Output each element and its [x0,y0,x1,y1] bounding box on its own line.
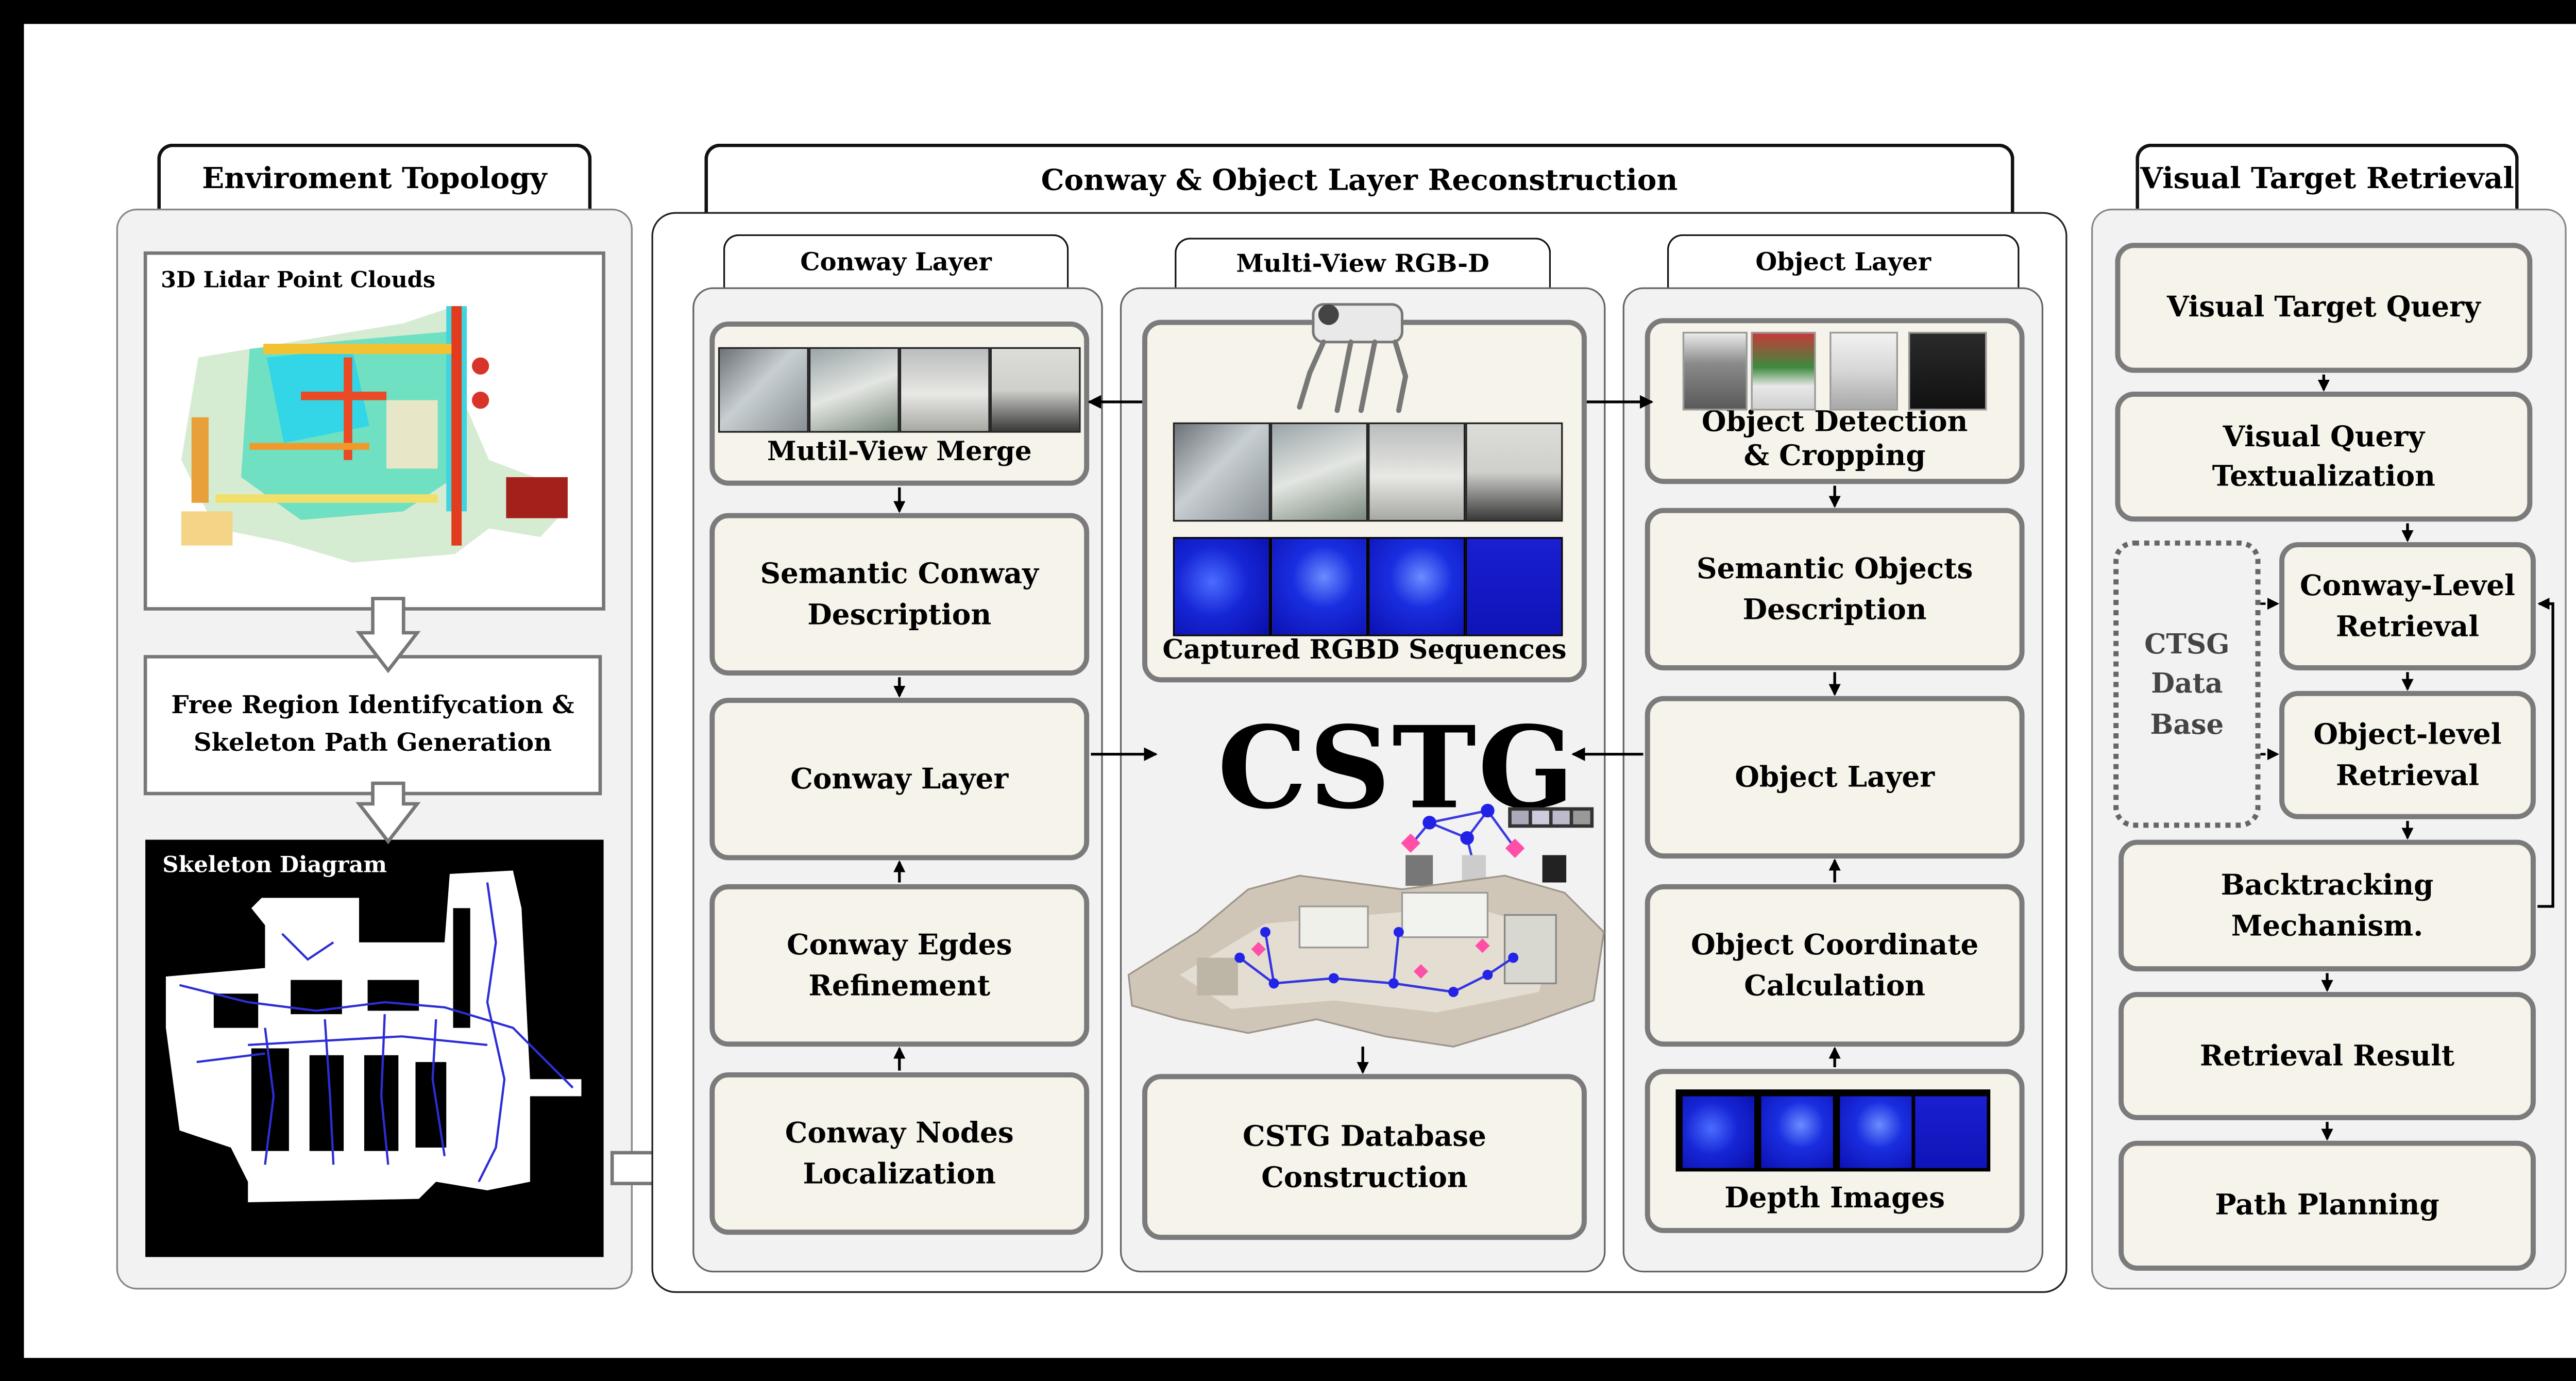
depth-thumb-3 [1368,537,1466,636]
object-crop-plant [1751,331,1816,411]
box-path-planning: Path Planning [2119,1140,2536,1271]
box-visual-target-query-text: Visual Target Query [2167,291,2481,324]
object-col-title: Object Layer [1755,248,1931,277]
box-conway-nodes-localization: Conway Nodes Localization [709,1072,1090,1235]
arrow-backtracking-loop [2537,597,2554,908]
tab-object-layer: Object Layer [1667,234,2020,289]
box-visual-query-textualization: Visual Query Textualization [2115,392,2533,522]
conway-col-title: Conway Layer [800,248,992,277]
box-conway-edges-refinement-text: Conway Egdes Refinement [787,929,1012,1002]
box-depth-images-text: Depth Images [1724,1181,1945,1214]
box-semantic-objects-description-text: Semantic Objects Description [1697,552,1973,626]
rgb-thumb-4 [1465,422,1563,522]
box-object-level-retrieval: Object-level Retrieval [2279,690,2536,819]
depth-thumb-1 [1173,537,1270,636]
hollow-down-arrow-2 [355,781,421,845]
box-retrieval-result: Retrieval Result [2119,991,2536,1120]
ctsg-database-text: CTSG Data Base [2144,628,2230,740]
box-object-detection-cropping-text: Object Detection & Cropping [1701,406,1968,473]
box-conway-layer-text: Conway Layer [790,762,1009,795]
box-cstg-database-construction: CSTG Database Construction [1142,1074,1587,1240]
box-multi-view-merge-text: Mutil-View Merge [767,434,1032,467]
captured-rgbd-label: Captured RGBD Sequences [1162,632,1567,666]
object-crop-printer [1829,331,1898,411]
box-semantic-objects-description: Semantic Objects Description [1645,508,2025,671]
lidar-point-cloud-image: 3D Lidar Point Clouds [143,251,605,611]
merge-thumb-1 [718,347,809,433]
box-object-layer: Object Layer [1645,696,2025,859]
box-conway-level-retrieval-text: Conway-Level Retrieval [2300,569,2515,643]
section-title-conway-object: Conway & Object Layer Reconstruction [1041,164,1678,198]
ctsg-database-box: CTSG Data Base [2113,540,2261,828]
free-region-skeleton-box: Free Region Identifycation & Skeleton Pa… [143,655,602,796]
depth-image-1 [1681,1094,1756,1170]
section-title-visual-target-retrieval: Visual Target Retrieval [2140,162,2514,197]
skeleton-map-drawing [165,870,582,1203]
depth-image-4 [1913,1094,1989,1170]
box-backtracking-mechanism-text: Backtracking Mechanism. [2221,869,2434,942]
rgb-thumb-3 [1368,422,1466,522]
depth-thumb-2 [1270,537,1368,636]
merge-thumb-4 [990,347,1081,433]
box-conway-level-retrieval: Conway-Level Retrieval [2279,542,2536,671]
box-object-coordinate-calculation-text: Object Coordinate Calculation [1690,929,1979,1002]
box-path-planning-text: Path Planning [2215,1189,2439,1222]
skeleton-label: Skeleton Diagram [162,853,387,879]
tab-conway-layer: Conway Layer [723,234,1069,289]
box-visual-target-query: Visual Target Query [2115,243,2533,373]
object-crop-bin [1908,331,1987,411]
box-object-layer-text: Object Layer [1735,761,1935,794]
rgb-thumb-1 [1173,422,1270,522]
box-cstg-database-construction-text: CSTG Database Construction [1243,1120,1486,1193]
section-tab-conway-object: Conway & Object Layer Reconstruction [704,143,2014,216]
box-visual-query-textualization-text: Visual Query Textualization [2212,420,2435,493]
lidar-label: 3D Lidar Point Clouds [160,268,436,294]
box-semantic-conway-description-text: Semantic Conway Description [760,558,1039,631]
skeleton-diagram-image: Skeleton Diagram [145,839,604,1257]
box-backtracking-mechanism: Backtracking Mechanism. [2119,839,2536,972]
object-crop-chair [1682,331,1748,411]
box-semantic-conway-description: Semantic Conway Description [709,513,1090,676]
depth-thumb-4 [1465,537,1563,636]
hollow-down-arrow-1 [355,597,421,673]
merge-thumb-3 [899,347,990,433]
lidar-map-drawing [181,306,568,563]
depth-image-3 [1838,1094,1913,1170]
middle-col-title: Multi-View RGB-D [1236,249,1489,279]
box-object-coordinate-calculation: Object Coordinate Calculation [1645,884,2025,1047]
free-region-text: Free Region Identifycation & Skeleton Pa… [171,691,574,758]
box-object-level-retrieval-text: Object-level Retrieval [2313,718,2502,791]
box-conway-nodes-localization-text: Conway Nodes Localization [785,1117,1014,1190]
depth-image-2 [1759,1094,1835,1170]
rgb-thumb-2 [1270,422,1368,522]
box-conway-layer: Conway Layer [709,698,1090,861]
box-conway-edges-refinement: Conway Egdes Refinement [709,884,1090,1047]
merge-thumb-2 [808,347,900,433]
box-retrieval-result-text: Retrieval Result [2199,1039,2455,1072]
section-title-environment-topology: Enviroment Topology [202,162,547,197]
tab-multi-view-rgbd: Multi-View RGB-D [1175,238,1551,289]
section-tab-visual-target-retrieval: Visual Target Retrieval [2136,143,2519,212]
section-tab-environment-topology: Enviroment Topology [157,143,592,212]
